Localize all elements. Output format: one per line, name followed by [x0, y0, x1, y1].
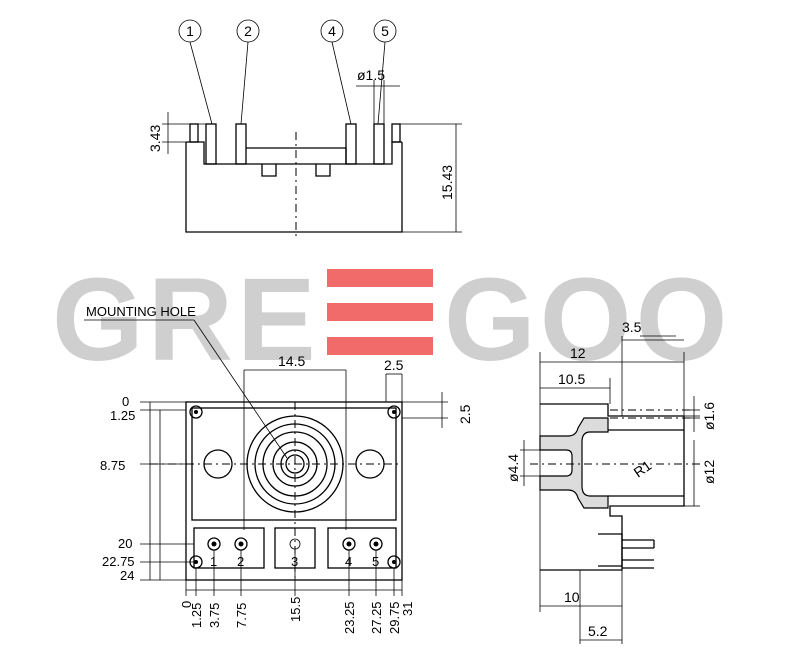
- dim-boss-width: 14.5: [278, 353, 305, 369]
- x-label-4: 15.5: [288, 597, 303, 622]
- x-label-8: 31: [400, 602, 415, 616]
- y-label-1: 1.25: [110, 408, 135, 423]
- watermark-bar-1: [327, 269, 433, 287]
- x-label-6: 27.25: [369, 601, 384, 634]
- top-body-outline: [185, 142, 403, 233]
- side-terminal: [598, 533, 623, 567]
- y-label-5: 24: [120, 568, 134, 583]
- dim-total-height: 15.43: [439, 165, 455, 200]
- x-label-2: 3.75: [207, 603, 222, 628]
- x-label-0: 0: [179, 601, 194, 608]
- side-view: 12 3.5 10.5 ø1.6 ø4.4 R1 ø12 10: [505, 319, 717, 644]
- x-label-5: 23.25: [342, 601, 357, 634]
- dim-side-r1: R1: [631, 457, 655, 480]
- greegoo-watermark: GRE GOO: [52, 254, 731, 386]
- dim-side-1-6: ø1.6: [701, 402, 717, 430]
- dim-corner-gap: 2.5: [384, 357, 404, 373]
- side-boss-section: [539, 417, 609, 509]
- dim-pin-diameter: ø1.5: [357, 67, 385, 83]
- terminal-block-right: [327, 527, 397, 569]
- top-pin-2: [235, 123, 247, 165]
- dim-right-offset: 2.5: [457, 404, 473, 424]
- balloon-2: 2: [244, 23, 252, 39]
- x-label-1: 1.25: [189, 603, 204, 628]
- dim-side-10-5: 10.5: [558, 371, 585, 387]
- front-body: [185, 401, 403, 581]
- top-body-rim: [186, 141, 402, 165]
- dim-pin-height: 3.43: [147, 125, 163, 152]
- top-right-post: [391, 123, 401, 143]
- y-label-2: 8.75: [100, 458, 125, 473]
- mounting-hole-label: MOUNTING HOLE: [86, 304, 196, 319]
- y-label-4: 22.75: [102, 554, 135, 569]
- top-pin-5: [373, 123, 385, 165]
- dim-side-3-5: 3.5: [622, 319, 642, 335]
- top-tabs: [261, 164, 331, 177]
- watermark-right: GOO: [444, 254, 731, 386]
- front-view: 1 2 3 4 5 MOUNTING HOLE 14.5 2.5 2.5 0 1…: [84, 304, 473, 634]
- top-pin-1: [205, 123, 217, 165]
- dim-side-12: 12: [570, 345, 586, 361]
- dim-side-5-2: 5.2: [588, 623, 608, 639]
- y-label-3: 20: [118, 536, 132, 551]
- x-label-7: 29.75: [387, 601, 402, 634]
- y-label-0: 0: [122, 394, 129, 409]
- dim-side-12-dia: ø12: [701, 460, 717, 484]
- balloon-1: 1: [186, 23, 194, 39]
- dim-side-4-4: ø4.4: [505, 454, 521, 482]
- watermark-bar-2: [327, 303, 433, 321]
- x-label-3: 7.75: [234, 603, 249, 628]
- watermark-bar-3: [327, 337, 433, 355]
- dim-side-10: 10: [564, 589, 580, 605]
- balloon-5: 5: [381, 23, 389, 39]
- top-pin-4: [345, 123, 357, 165]
- top-view: 1 2 4 5 ø1.5 3.43 15.43: [147, 19, 462, 240]
- top-left-post: [189, 123, 199, 143]
- terminal-block-left: [193, 527, 265, 569]
- balloon-4: 4: [328, 23, 336, 39]
